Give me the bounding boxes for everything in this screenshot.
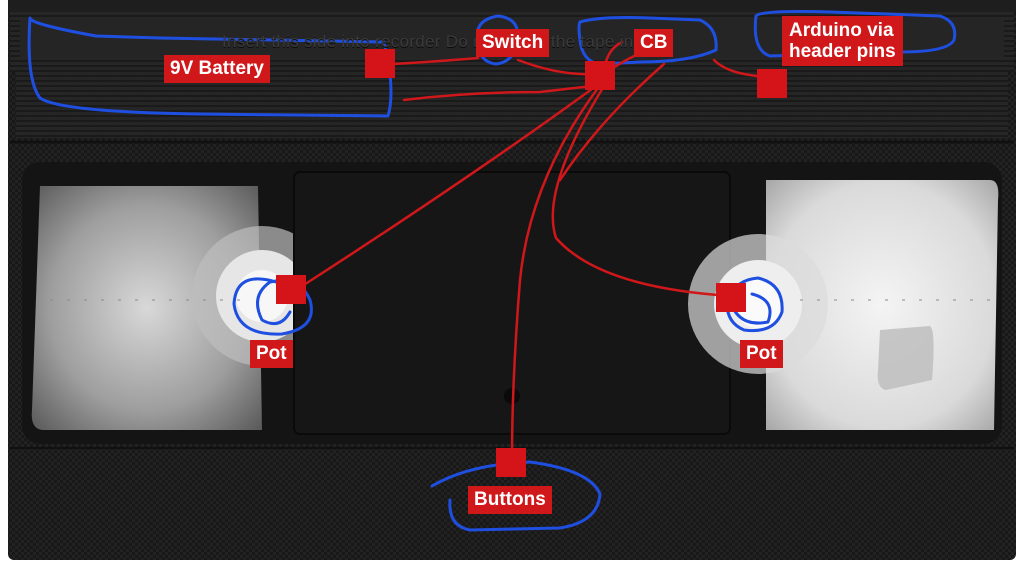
label-arduino-line1: Arduino via <box>789 20 894 41</box>
cb-outline <box>577 16 718 66</box>
wire-arduino <box>712 58 770 80</box>
node-buttons <box>496 448 526 477</box>
arduino-outline <box>753 10 957 58</box>
node-battery <box>365 49 395 78</box>
cassette-imprint: Insert this side into recorder Do not to… <box>222 32 666 51</box>
wire-battery-cb <box>402 84 594 102</box>
wire-cb-pot-left <box>294 84 598 292</box>
node-pot-right <box>716 283 746 312</box>
wire-cb-buttons <box>510 86 600 460</box>
node-arduino <box>757 69 787 98</box>
pot-left-outline <box>232 277 313 336</box>
label-buttons: Buttons <box>468 486 552 514</box>
battery-outline <box>27 16 393 118</box>
label-arduino-line2: header pins <box>789 41 896 62</box>
node-pot-left <box>276 275 306 304</box>
label-cb: CB <box>634 29 674 57</box>
connection-nodes <box>276 49 787 477</box>
wire-cb-pot-right <box>551 84 734 298</box>
buttons-outline <box>430 460 602 532</box>
label-pot-left: Pot <box>250 340 293 368</box>
label-9v-battery: 9V Battery <box>164 55 270 83</box>
wire-battery-switch <box>390 56 480 66</box>
left-window <box>31 186 262 430</box>
right-window <box>766 180 999 430</box>
pot-right-outline <box>725 276 784 333</box>
label-pot-right: Pot <box>740 340 783 368</box>
component-outlines <box>27 10 957 532</box>
node-cb <box>585 61 615 90</box>
label-arduino: Arduino via header pins <box>782 16 903 66</box>
label-switch: Switch <box>476 29 550 57</box>
